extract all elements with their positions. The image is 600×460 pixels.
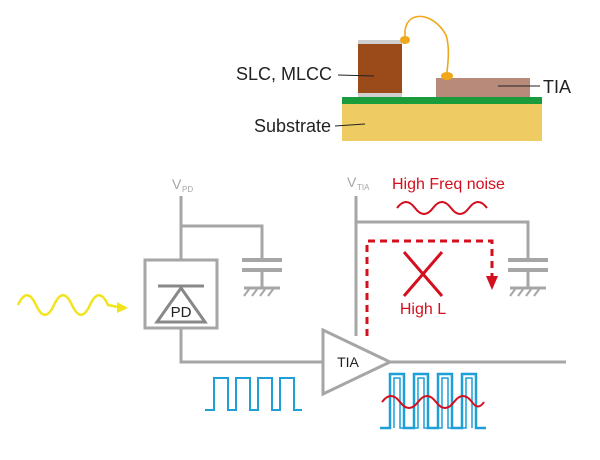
vtia-label: V TIA <box>347 174 370 192</box>
circuit-wires <box>179 196 566 364</box>
mlcc-capacitor <box>358 44 402 93</box>
capacitor-pd <box>242 258 282 297</box>
tia-chip <box>436 78 530 97</box>
leader-substrate <box>334 123 366 127</box>
slc-mlcc-label: SLC, MLCC <box>236 64 332 84</box>
photodiode: PD <box>143 258 219 330</box>
vtia-label-sub: TIA <box>357 183 370 192</box>
tia-package-label: TIA <box>543 77 571 97</box>
tia-triangle <box>321 327 394 397</box>
noise-label: High Freq noise <box>392 176 505 193</box>
capacitor-tia <box>508 258 548 297</box>
substrate-green-layer <box>342 97 542 104</box>
vtia-label-main: V <box>347 174 357 190</box>
block-x-icon <box>402 251 444 297</box>
bond-pad-mlcc <box>400 36 410 44</box>
vpd-label-main: V <box>172 176 182 192</box>
high-l-label: High L <box>400 301 446 318</box>
vpd-label: V PD <box>172 176 193 194</box>
mlcc-bottom-cap <box>358 93 402 97</box>
noise-arrowhead <box>486 276 498 290</box>
leader-slc-mlcc <box>337 74 375 77</box>
tia-amplifier: TIA <box>321 327 394 397</box>
bond-pad-tia <box>441 72 453 80</box>
substrate-label: Substrate <box>254 116 331 136</box>
photodiode-triangle <box>154 285 208 324</box>
substrate <box>342 103 542 141</box>
light-wave <box>16 294 119 316</box>
noise-dashed-path <box>365 239 494 336</box>
package-cross-section: SLC, MLCC Substrate TIA <box>236 15 571 141</box>
vtia-to-cap-wire <box>356 220 530 260</box>
vpd-to-cap-wire <box>181 224 264 260</box>
mlcc-top-cap <box>358 40 402 44</box>
pd-to-tia-wire <box>179 328 323 364</box>
vpd-label-sub: PD <box>182 185 193 194</box>
pd-label: PD <box>171 304 192 321</box>
noise-path: High Freq noise High L <box>365 176 505 336</box>
bond-wire <box>404 15 450 73</box>
input-square-wave <box>205 377 302 411</box>
noise-wave <box>396 201 488 215</box>
tia-amp-label: TIA <box>337 354 359 370</box>
output-noise-wave <box>381 395 485 409</box>
light-arrowhead <box>117 302 128 313</box>
light-input <box>16 294 128 316</box>
